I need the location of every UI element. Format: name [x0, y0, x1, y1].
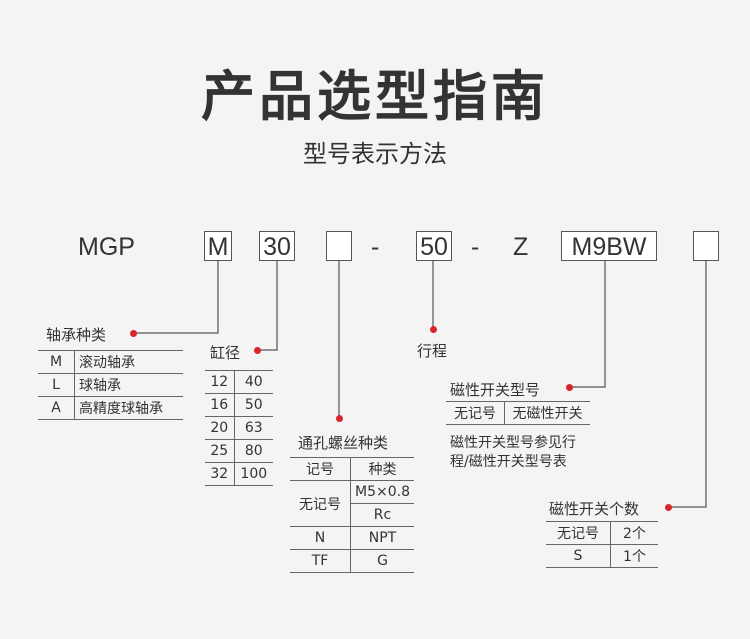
- bearing-code-cell: A: [38, 396, 75, 420]
- bearing-code-box: M: [204, 231, 232, 261]
- switch-count-connector: [670, 260, 707, 508]
- bearing-desc-cell: 球轴承: [79, 378, 121, 394]
- table-row: A 高精度球轴承: [38, 396, 183, 420]
- bore-dot: [254, 347, 261, 354]
- bearing-code-cell: L: [38, 373, 75, 397]
- table-row: M 滚动轴承: [38, 350, 183, 374]
- bore-cell: 20: [205, 416, 235, 440]
- bore-cell: 16: [205, 393, 235, 417]
- switch-code-box: M9BW: [561, 231, 657, 261]
- bore-cell: 63: [244, 420, 263, 436]
- bearing-dot: [130, 330, 137, 337]
- switch-type-note-1: 磁性开关型号参见行: [450, 435, 576, 451]
- thread-header-code: 记号: [290, 457, 351, 481]
- bearing-connector: [133, 260, 219, 334]
- z-code: Z: [513, 233, 529, 261]
- table-row: L 球轴承: [38, 373, 183, 397]
- bearing-label: 轴承种类: [46, 326, 107, 344]
- thread-type-cell: G: [377, 553, 388, 569]
- switch-count-dot: [665, 504, 672, 511]
- stroke-label: 行程: [417, 342, 448, 360]
- thread-code-cell: TF: [290, 549, 351, 573]
- table-row: S 1个: [546, 544, 658, 568]
- bore-cell: 80: [244, 443, 263, 459]
- thread-code-box: [326, 231, 352, 261]
- table-row: 12 40: [205, 370, 273, 394]
- model-prefix: MGP: [78, 233, 135, 261]
- switch-count-table: 无记号 2个 S 1个: [546, 521, 658, 568]
- table-row: TF G: [290, 549, 414, 573]
- switch-count-value-cell: 2个: [623, 526, 646, 542]
- stroke-code-box: 50: [416, 231, 452, 261]
- bearing-code-cell: M: [38, 350, 75, 374]
- thread-dot: [336, 415, 343, 422]
- table-row: 32 100: [205, 462, 273, 486]
- bore-cell: 32: [205, 462, 235, 486]
- dash-1: -: [371, 233, 380, 261]
- bore-code-box: 30: [259, 231, 295, 261]
- switch-type-note-2: 程/磁性开关型号表: [450, 454, 567, 470]
- stroke-dot: [430, 326, 437, 333]
- bore-cell: 25: [205, 439, 235, 463]
- bore-label: 缸径: [210, 344, 241, 362]
- bore-cell: 50: [244, 397, 263, 413]
- table-row: Rc: [290, 504, 414, 527]
- bearing-desc-cell: 高精度球轴承: [79, 401, 163, 417]
- switch-count-code-cell: 无记号: [546, 521, 611, 545]
- thread-label: 通孔螺丝种类: [298, 434, 389, 452]
- thread-header-type: 种类: [368, 462, 397, 478]
- switch-type-connector: [571, 260, 606, 388]
- dash-2: -: [471, 233, 480, 261]
- bearing-table: M 滚动轴承 L 球轴承 A 高精度球轴承: [38, 350, 183, 420]
- thread-type-cell: Rc: [373, 507, 392, 523]
- bore-cell: 40: [244, 374, 263, 390]
- thread-table: 记号 种类 无记号 M5×0.8 Rc N NPT TF G: [290, 457, 414, 573]
- bore-cell: 12: [205, 370, 235, 394]
- switch-type-dot: [566, 384, 573, 391]
- table-row: 无记号 M5×0.8: [290, 480, 414, 527]
- table-row: 无记号 无磁性开关: [446, 401, 590, 425]
- switch-type-table: 无记号 无磁性开关: [446, 401, 590, 425]
- table-row: 25 80: [205, 439, 273, 463]
- page-subtitle: 型号表示方法: [303, 140, 447, 168]
- thread-type-cell: NPT: [368, 530, 397, 546]
- switch-type-label: 磁性开关型号: [450, 381, 541, 399]
- table-row: N NPT: [290, 526, 414, 550]
- table-row: 无记号 2个: [546, 521, 658, 545]
- switch-count-code-cell: S: [546, 544, 611, 568]
- thread-none-cell: 无记号: [290, 480, 351, 527]
- page-title: 产品选型指南: [201, 65, 549, 128]
- switch-count-label: 磁性开关个数: [549, 500, 640, 518]
- bearing-desc-cell: 滚动轴承: [79, 355, 135, 371]
- switch-count-value-cell: 1个: [623, 549, 646, 565]
- table-row: 记号 种类: [290, 457, 414, 481]
- bore-cell: 100: [240, 466, 268, 482]
- thread-type-cell: M5×0.8: [350, 480, 414, 504]
- switch-type-desc-cell: 无磁性开关: [512, 406, 583, 422]
- switch-count-code-box: [693, 231, 719, 261]
- bore-connector: [258, 260, 278, 351]
- switch-type-code-cell: 无记号: [446, 401, 505, 425]
- thread-code-cell: N: [290, 526, 351, 550]
